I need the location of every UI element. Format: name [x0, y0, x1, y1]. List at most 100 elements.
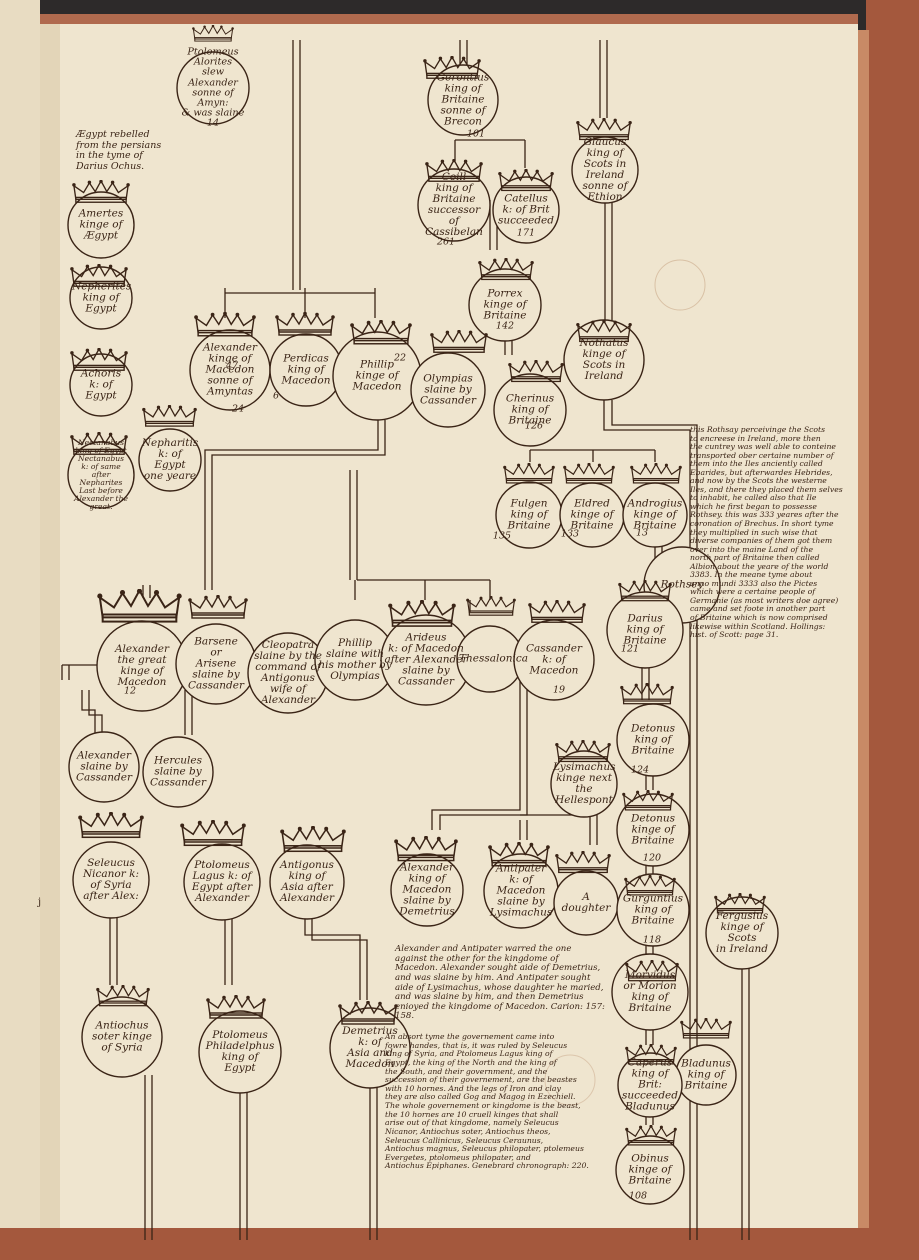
person-label: Lysimachus kinge next the Hellespont — [553, 760, 616, 807]
person-circle — [68, 731, 140, 803]
person-label: Ptolomeus Philadelphus king of Egypt — [205, 1028, 275, 1075]
person-label: Fergusius kinge of Scots in Ireland — [715, 909, 769, 956]
ink-stain — [544, 1054, 596, 1106]
person-circle — [417, 168, 491, 242]
person-circle — [468, 268, 542, 342]
person-label: Gerontius king of Britaine sonne of Brec… — [436, 71, 490, 128]
note-four-kingdoms: An absort tyme the governement came into… — [385, 1032, 589, 1171]
regnal-number: 135 — [492, 530, 512, 542]
binding-cover — [866, 0, 919, 1245]
person-label: Seleucus Nicanor k: of Syria after Alex: — [82, 856, 140, 903]
person-label: Fulgen king of Britaine — [507, 497, 551, 532]
person-label: Ptolomeus Alorites slew Alexander sonne … — [181, 46, 245, 129]
person-label: Gurguntius king of Britaine — [622, 892, 684, 927]
note-egypt-rebelled: Ægypt rebelled from the persians in the … — [76, 129, 162, 172]
person-label: Demetrius k: of Asia and Macedon — [342, 1024, 398, 1071]
person-circle — [493, 373, 567, 447]
person-circle — [142, 736, 214, 808]
margin-mark: j — [37, 897, 41, 908]
person-label: Androgius kinge of Britaine — [627, 497, 683, 532]
person-circle — [176, 51, 250, 125]
person-circle — [67, 441, 135, 509]
person-circle — [550, 750, 618, 818]
person-circle — [81, 996, 163, 1078]
person-label: Rothsey — [660, 578, 704, 591]
person-label: Detonus kinge of Britaine — [630, 812, 676, 847]
binding-board-edge — [855, 30, 869, 1235]
person-label: Alexander the great kinge of Macedon — [114, 642, 170, 689]
person-circle — [427, 64, 499, 136]
person-label: Amertes kinge of Ægypt — [78, 207, 124, 242]
person-circle — [269, 844, 345, 920]
regnal-number: 118 — [642, 934, 662, 946]
person-circle — [410, 352, 486, 428]
regnal-number: 120 — [642, 852, 662, 864]
person-label: Eldred kinge of Britaine — [570, 497, 614, 532]
person-circle — [183, 843, 261, 921]
person-label: Darius king of Britaine — [623, 612, 667, 647]
person-label: A doughter — [561, 890, 611, 914]
person-label: Hercules slaine by Cassander — [149, 754, 207, 789]
person-circle — [69, 266, 133, 330]
person-label: Cherinus king of Britaine — [505, 392, 555, 427]
person-label: Antigonus king of Asia after Alexander — [279, 858, 335, 905]
regnal-number: 12 — [123, 685, 137, 697]
regnal-number: 101 — [466, 128, 486, 140]
regnal-number: 19 — [552, 684, 566, 696]
person-circle — [329, 1007, 411, 1089]
regnal-number: 133 — [560, 528, 580, 540]
person-label: Catellus k: of Brit succeeded — [498, 192, 554, 227]
person-medallions — [67, 51, 779, 1205]
person-circle — [198, 1010, 282, 1094]
person-label: Nothatus kinge of Scots in Ireland — [579, 336, 629, 383]
person-circle — [615, 1135, 685, 1205]
person-label: Coill king of Britaine successor of Cass… — [425, 170, 483, 239]
person-label: Perdicas king of Macedon — [281, 352, 331, 387]
person-label: Antipater k: of Macedon slaine by Lysima… — [489, 862, 553, 919]
person-label: Glaucus king of Scots in Ireland sonne o… — [582, 135, 628, 204]
note-rothsay: this Rothsay perceivinge the Scots to en… — [690, 425, 843, 640]
regnal-number: 261 — [436, 236, 456, 248]
ink-stain — [654, 259, 706, 311]
person-label: Antiochus soter kinge of Syria — [92, 1019, 152, 1054]
regnal-number: 171 — [516, 227, 536, 239]
person-circle — [67, 191, 135, 259]
note-alexander-antipater: Alexander and Antipater warred the one a… — [395, 944, 605, 1022]
person-label: Morvidus or Morion king of Britaine — [623, 968, 677, 1015]
person-label: Phillip slaine with his mother by Olympi… — [318, 636, 392, 683]
person-label: Barsene or Arisene slaine by Cassander — [187, 635, 245, 692]
person-label: Detonus king of Britaine — [630, 722, 676, 757]
person-label: Alexander kinge of Macedon sonne of Amyn… — [202, 341, 258, 398]
person-label: Alexander slaine by Cassander — [75, 749, 133, 784]
regnal-number: 13 — [635, 527, 649, 539]
person-label: Achoris k: of Egypt — [80, 367, 122, 402]
person-label: Alexander king of Macedon slaine by Deme… — [399, 861, 455, 918]
lower-binding — [0, 1228, 919, 1260]
regnal-number: 47 — [225, 360, 239, 372]
regnal-number: 126 — [524, 420, 544, 432]
person-label: Phillip kinge of Macedon — [352, 358, 402, 393]
person-circle — [606, 591, 684, 669]
left-page-edge — [0, 0, 40, 1245]
person-label: Nectanabus king of Egypt Nectanabus k: o… — [74, 438, 128, 511]
regnal-number: 24 — [231, 403, 245, 415]
person-circle — [138, 428, 202, 492]
person-label: Ptolomeus Lagus k: of Egypt after Alexan… — [191, 858, 253, 905]
person-circle — [72, 841, 150, 919]
person-label: Thessalonica — [459, 652, 528, 665]
person-label: Olympias slaine by Cassander — [419, 372, 477, 407]
person-circle — [617, 1052, 683, 1118]
person-label: Arideus k: of Macedon after Alexander sl… — [384, 631, 468, 688]
person-label: Nepherites king of Egypt — [72, 280, 132, 315]
top-binding-strip — [40, 14, 858, 24]
person-label: Nepharitis k: of Egypt one yeare — [141, 436, 199, 483]
person-label: Caperus king of Brit: succeeded Bladunus — [622, 1056, 678, 1113]
person-circle — [492, 176, 560, 244]
person-label: Bladunus king of Britaine — [681, 1057, 731, 1092]
regnal-number: 121 — [620, 643, 640, 655]
person-label: Porrex kinge of Britaine — [483, 287, 527, 322]
regnal-number: 6 — [272, 390, 280, 402]
regnal-number: 142 — [495, 320, 515, 332]
person-circle — [616, 793, 690, 867]
